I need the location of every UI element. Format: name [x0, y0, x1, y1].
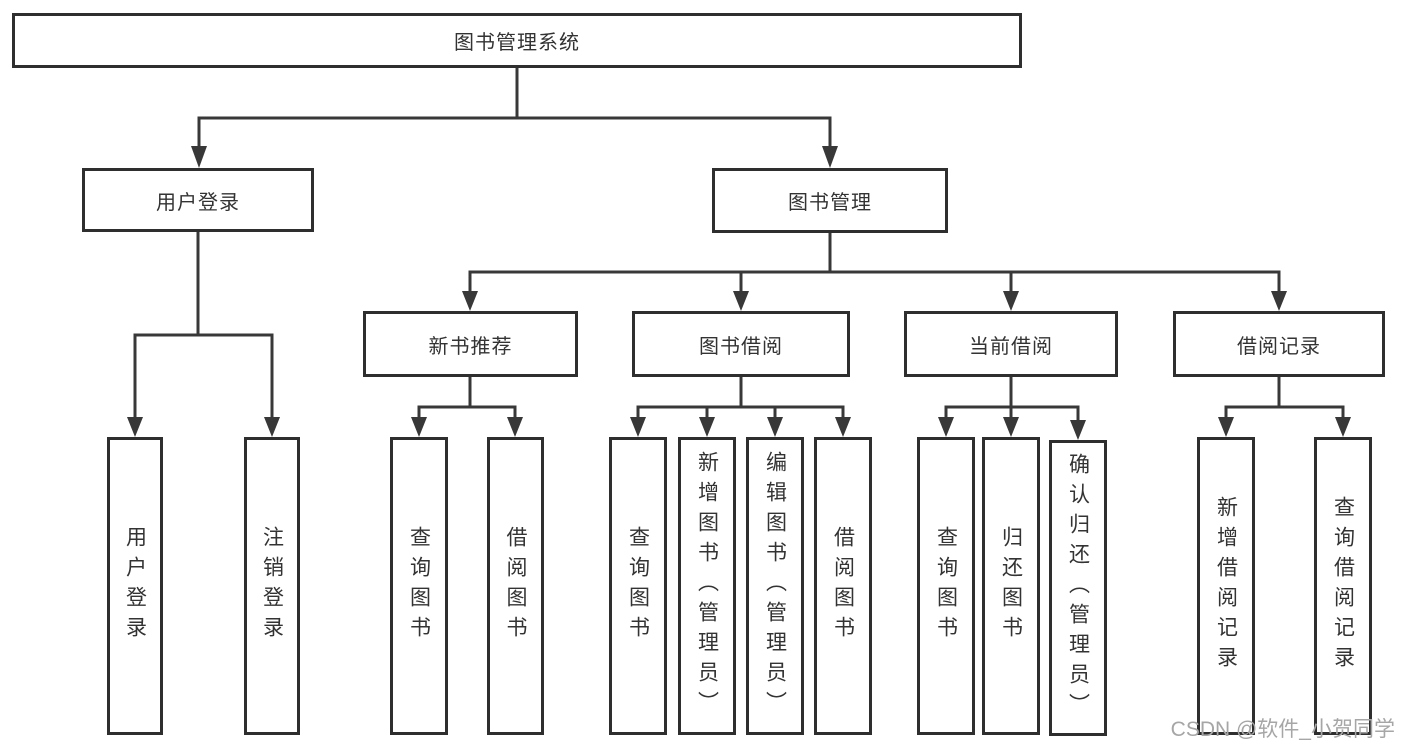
node-add-borrow-record: 新增借阅记录	[1197, 437, 1255, 735]
connector-root-to-level2	[191, 66, 838, 168]
node-label: 新增借阅记录	[1214, 496, 1238, 676]
connector-new-book-rec-children	[411, 375, 523, 437]
connector-book-borrow-children	[630, 375, 851, 437]
node-book-management: 图书管理	[712, 168, 948, 233]
node-edit-book-admin: 编辑图书（管理员）	[746, 437, 804, 735]
node-label: 确认归还（管理员）	[1066, 453, 1090, 723]
csdn-watermark: CSDN @软件_小贺同学	[1170, 718, 1395, 741]
node-label: 查询图书	[407, 526, 431, 646]
connector-current-borrow-children	[938, 375, 1086, 440]
node-label: 图书借阅	[699, 335, 783, 358]
node-label: 查询借阅记录	[1331, 496, 1355, 676]
node-label: 借阅图书	[831, 526, 855, 646]
connector-user-login-children	[127, 230, 280, 437]
node-label: 新增图书（管理员）	[695, 451, 719, 721]
node-label: 编辑图书（管理员）	[763, 451, 787, 721]
node-label: 借阅图书	[504, 526, 527, 646]
node-label: 归还图书	[999, 526, 1023, 646]
node-logout: 注销登录	[244, 437, 300, 735]
node-current-borrowing: 当前借阅	[904, 311, 1118, 377]
node-label: 当前借阅	[969, 335, 1053, 358]
node-return-book: 归还图书	[982, 437, 1040, 735]
node-borrowing-records: 借阅记录	[1173, 311, 1385, 377]
node-query-books-2: 查询图书	[609, 437, 667, 735]
node-confirm-return-admin: 确认归还（管理员）	[1049, 440, 1107, 736]
node-borrow-books-2: 借阅图书	[814, 437, 872, 735]
node-label: 新书推荐	[428, 335, 513, 358]
connector-borrow-records-children	[1218, 375, 1351, 437]
node-label: 查询图书	[626, 526, 650, 646]
node-query-books-1: 查询图书	[390, 437, 448, 735]
node-new-book-recommend: 新书推荐	[363, 311, 578, 377]
node-label: 借阅记录	[1237, 335, 1321, 358]
node-query-borrow-record: 查询借阅记录	[1314, 437, 1372, 735]
node-label: 用户登录	[123, 526, 147, 646]
node-user-login-leaf: 用户登录	[107, 437, 163, 735]
node-label: 查询图书	[934, 526, 958, 646]
node-borrow-books-1: 借阅图书	[487, 437, 544, 735]
node-query-books-3: 查询图书	[917, 437, 975, 735]
node-add-book-admin: 新增图书（管理员）	[678, 437, 736, 735]
node-label: 用户登录	[156, 191, 240, 214]
node-library-management-system: 图书管理系统	[12, 13, 1022, 68]
node-book-borrowing: 图书借阅	[632, 311, 850, 377]
node-label: 图书管理	[788, 192, 872, 214]
node-label: 注销登录	[260, 526, 284, 646]
node-user-login: 用户登录	[82, 168, 314, 232]
connector-book-mgmt-children	[462, 231, 1287, 311]
node-label: 图书管理系统	[454, 32, 580, 54]
